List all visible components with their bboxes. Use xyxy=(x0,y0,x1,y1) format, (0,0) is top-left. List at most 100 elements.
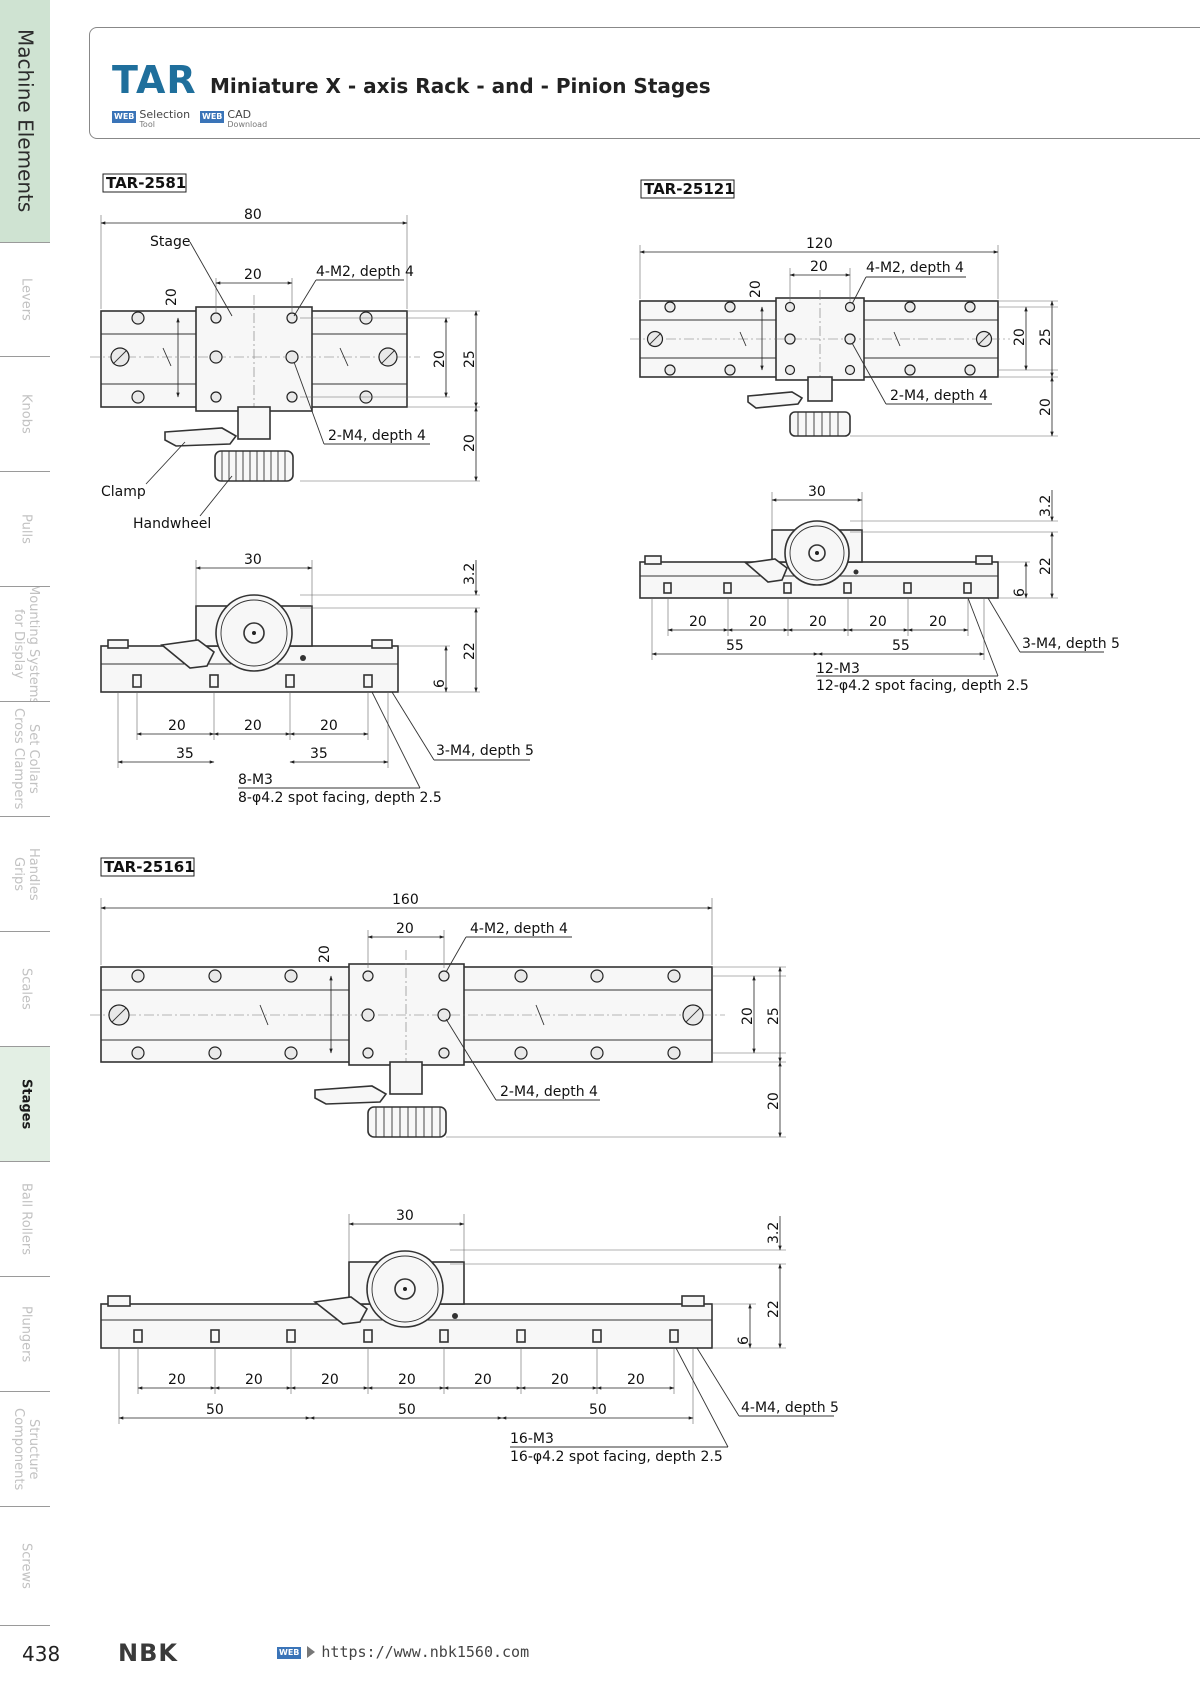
sidebar-item-label: Plungers xyxy=(18,1305,34,1363)
dim-clamp-width: 30 xyxy=(396,1208,414,1224)
sidebar-item-screws[interactable]: Screws xyxy=(0,1507,50,1626)
callout-handwheel: Handwheel xyxy=(133,516,211,532)
sidebar-item-scales[interactable]: Scales xyxy=(0,932,50,1047)
dim-width: 25 xyxy=(766,1007,782,1025)
sidebar-item-label: Scales xyxy=(18,968,34,1010)
sidebar-item-stages[interactable]: Stages xyxy=(0,1047,50,1162)
sidebar-item-levers[interactable]: Levers xyxy=(0,243,50,357)
dim-span: 50 xyxy=(589,1402,607,1418)
web-icon: WEB xyxy=(112,111,137,123)
dim-base-thickness: 6 xyxy=(736,1336,752,1345)
series-name: TAR xyxy=(112,58,197,102)
dim-pitch: 20 xyxy=(398,1372,416,1388)
sidebar-item-label: Handles Grips xyxy=(11,847,41,901)
callout-m4: 2-M4, depth 4 xyxy=(890,388,988,404)
dim-wheel-protrusion: 3.2 xyxy=(1038,495,1054,517)
sidebar-item-structure-components[interactable]: Structure Components xyxy=(0,1392,50,1507)
callout-spot-facing: 8-φ4.2 spot facing, depth 2.5 xyxy=(238,790,442,806)
model-label: TAR-25121 xyxy=(644,180,735,198)
dim-pitch: 20 xyxy=(749,614,767,630)
dim-span: 35 xyxy=(176,746,194,762)
dim-pitch: 20 xyxy=(689,614,707,630)
dim-hole-pitch: 20 xyxy=(244,267,262,283)
sidebar-item-label: Stages xyxy=(18,1078,34,1130)
dim-height: 22 xyxy=(462,642,478,660)
dim-left-pitch: 20 xyxy=(164,288,180,306)
web-icon: WEB xyxy=(200,111,225,123)
sidebar-item-knobs[interactable]: Knobs xyxy=(0,357,50,472)
dim-pitch: 20 xyxy=(809,614,827,630)
callout-m2: 4-M2, depth 4 xyxy=(866,260,964,276)
sidebar-item-label: Mounting Systems for Display xyxy=(11,587,41,702)
dim-total-length: 160 xyxy=(392,892,419,908)
tar-25161-top-view: TAR-25161 160 20 20 20 xyxy=(90,857,786,1138)
sidebar-item-label: Pulls xyxy=(18,514,34,544)
dim-width: 25 xyxy=(462,350,478,368)
dim-pitch: 20 xyxy=(551,1372,569,1388)
callout-clamp: Clamp xyxy=(101,484,146,500)
dim-pitch: 20 xyxy=(869,614,887,630)
callout-stage: Stage xyxy=(150,234,190,250)
page-number: 438 xyxy=(22,1642,61,1666)
dim-right-pitch: 20 xyxy=(740,1007,756,1025)
dim-pitch: 20 xyxy=(320,718,338,734)
dim-clamp-width: 30 xyxy=(808,484,826,500)
dim-pitch: 20 xyxy=(244,718,262,734)
dim-span: 50 xyxy=(206,1402,224,1418)
website-link[interactable]: WEB https://www.nbk1560.com xyxy=(277,1643,529,1661)
dim-span: 50 xyxy=(398,1402,416,1418)
dim-left-pitch: 20 xyxy=(317,945,333,963)
callout-m2: 4-M2, depth 4 xyxy=(316,264,414,280)
selection-tool-label: Selection xyxy=(139,108,191,121)
header-panel xyxy=(89,27,1200,139)
dim-pitch: 20 xyxy=(168,1372,186,1388)
dim-span: 55 xyxy=(726,638,744,654)
arrow-right-icon xyxy=(307,1646,316,1658)
callout-m3: 8-M3 xyxy=(238,772,273,788)
dim-total-length: 120 xyxy=(806,236,833,252)
dim-wheel-protrusion: 3.2 xyxy=(462,563,478,585)
callout-m2: 4-M2, depth 4 xyxy=(470,921,568,937)
brand-logo: NBK xyxy=(118,1639,178,1667)
sidebar-item-machine-elements[interactable]: Machine Elements xyxy=(0,0,50,243)
dim-span: 35 xyxy=(310,746,328,762)
sidebar-item-label: Machine Elements xyxy=(13,29,38,213)
sidebar-item-handles[interactable]: Handles Grips xyxy=(0,817,50,932)
dim-clamp-width: 30 xyxy=(244,552,262,568)
dim-span: 55 xyxy=(892,638,910,654)
callout-m4-depth: 3-M4, depth 5 xyxy=(1022,636,1120,652)
sidebar-item-pulls[interactable]: Pulls xyxy=(0,472,50,587)
model-label: TAR-25161 xyxy=(104,858,195,876)
callout-m4: 2-M4, depth 4 xyxy=(328,428,426,444)
sidebar-item-label: Set Collars Cross Clampers xyxy=(11,708,41,810)
dim-pitch: 20 xyxy=(321,1372,339,1388)
callout-m4: 2-M4, depth 4 xyxy=(500,1084,598,1100)
sidebar-item-plungers[interactable]: Plungers xyxy=(0,1277,50,1392)
tar-25121-top-view: TAR-25121 120 20 20 20 25 xyxy=(630,179,1058,437)
web-icon: WEB xyxy=(277,1647,302,1659)
sidebar-item-label: Ball Rollers xyxy=(18,1183,34,1255)
callout-m3: 16-M3 xyxy=(510,1431,554,1447)
dim-right-pitch: 20 xyxy=(1012,328,1028,346)
sidebar-item-label: Structure Components xyxy=(11,1407,41,1491)
dim-base-thickness: 6 xyxy=(1012,588,1028,597)
dim-handwheel: 20 xyxy=(1038,398,1054,416)
cad-download-label: CAD xyxy=(227,108,252,121)
dim-handwheel: 20 xyxy=(766,1092,782,1110)
selection-tool-sub: Tool xyxy=(139,120,155,129)
dim-height: 22 xyxy=(1038,557,1054,575)
sidebar-item-mounting-systems[interactable]: Mounting Systems for Display xyxy=(0,587,50,702)
dim-right-pitch: 20 xyxy=(432,350,448,368)
tar-25161-side-view: 30 3.2 22 6 20 20 20 20 20 20 20 50 50 5… xyxy=(100,1208,839,1465)
dim-pitch: 20 xyxy=(245,1372,263,1388)
sidebar-item-ball-rollers[interactable]: Ball Rollers xyxy=(0,1162,50,1277)
callout-m4-depth: 4-M4, depth 5 xyxy=(741,1400,839,1416)
callout-m4-depth: 3-M4, depth 5 xyxy=(436,743,534,759)
dim-pitch: 20 xyxy=(168,718,186,734)
dim-pitch: 20 xyxy=(929,614,947,630)
dim-total-length: 80 xyxy=(244,207,262,223)
sidebar-item-set-collars[interactable]: Set Collars Cross Clampers xyxy=(0,702,50,817)
